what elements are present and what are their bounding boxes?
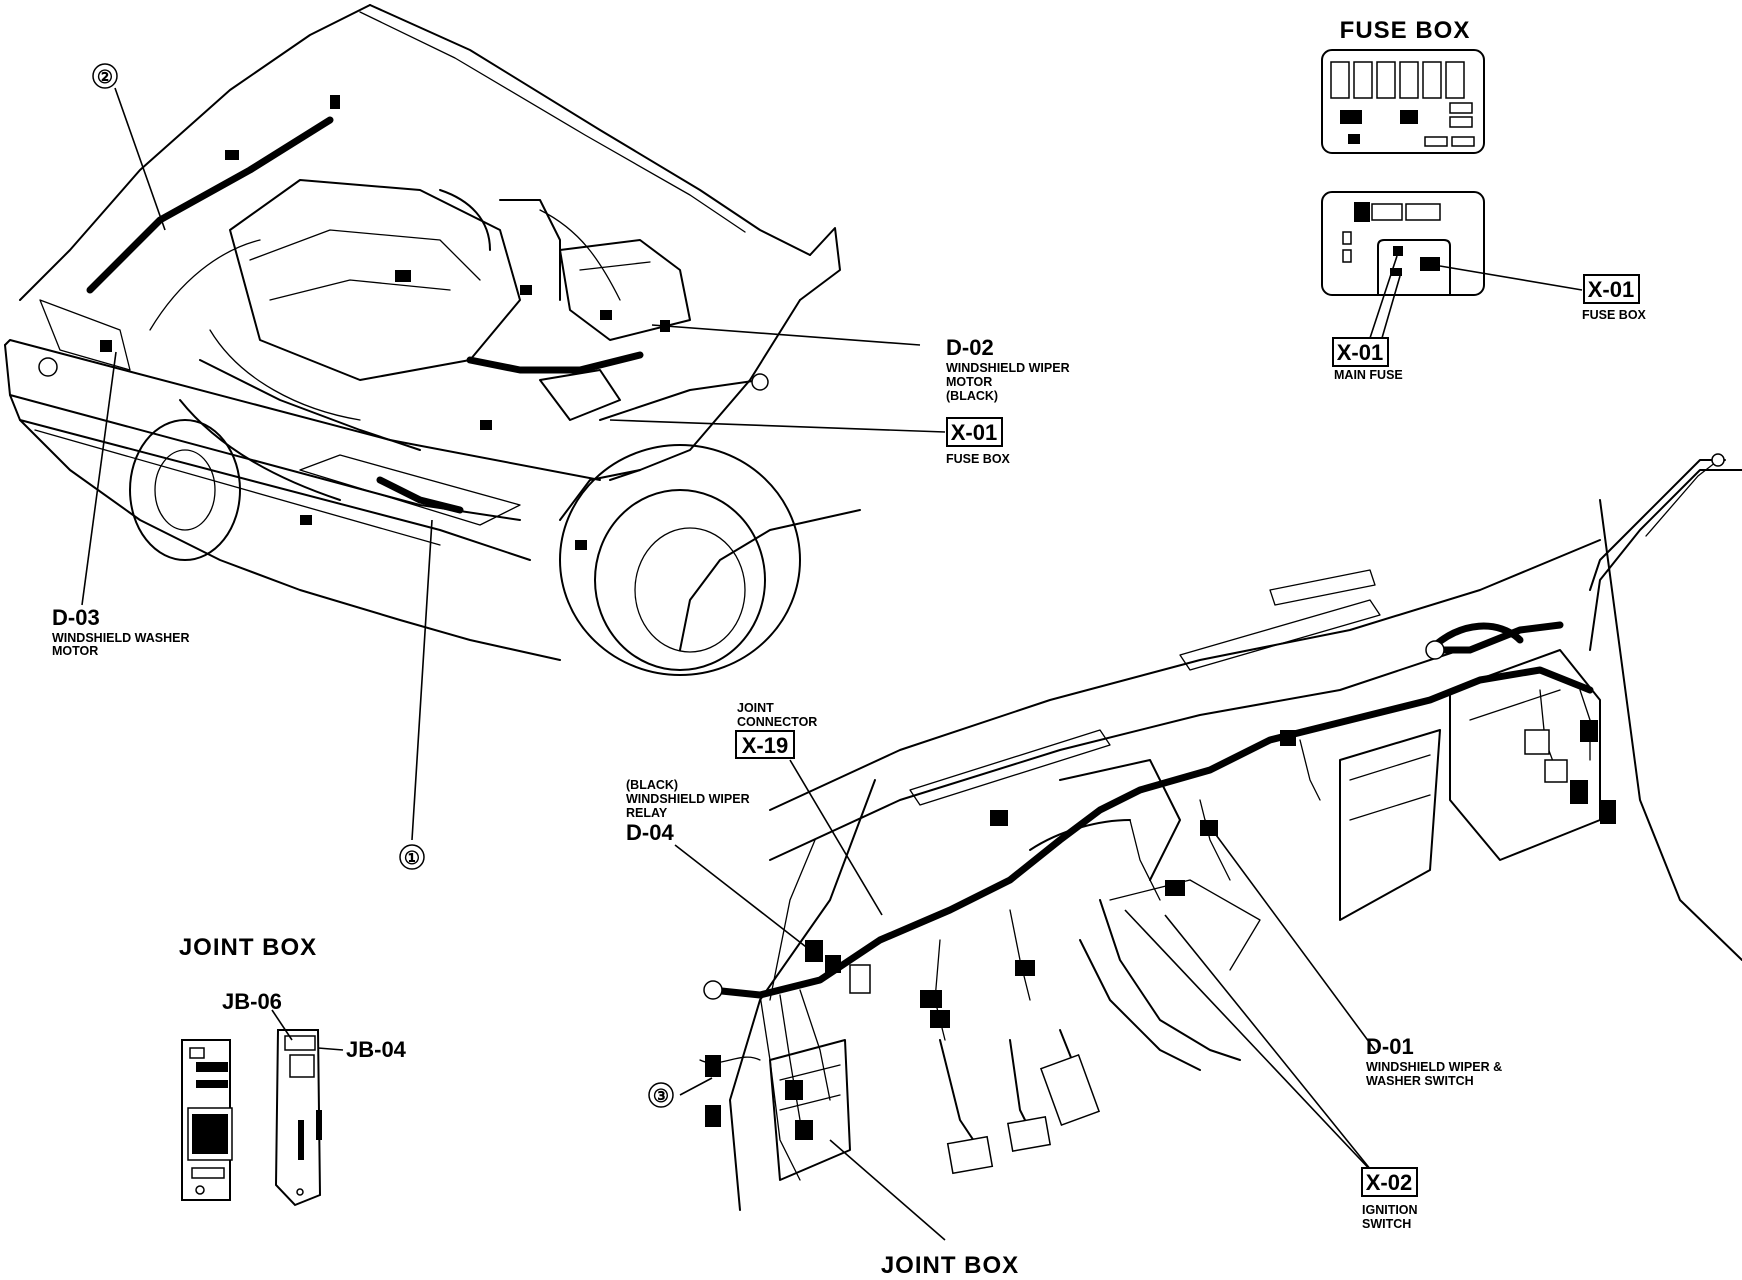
svg-text:(BLACK): (BLACK): [946, 389, 998, 403]
svg-text:(BLACK): (BLACK): [626, 778, 678, 792]
svg-text:X-19: X-19: [742, 733, 788, 758]
callout-1: ①: [399, 844, 425, 870]
label-jb04: JB-04: [346, 1037, 407, 1062]
label-dash-joint-box: JOINT BOX: [881, 1252, 1019, 1279]
joint-box-title: JOINT BOX: [179, 934, 317, 961]
svg-text:D-04: D-04: [626, 820, 674, 845]
svg-text:CONNECTOR: CONNECTOR: [737, 715, 817, 729]
svg-text:WINDSHIELD WIPER: WINDSHIELD WIPER: [946, 361, 1070, 375]
svg-text:IGNITION: IGNITION: [1362, 1203, 1418, 1217]
svg-text:D-03: D-03: [52, 605, 100, 630]
svg-text:JOINT: JOINT: [737, 701, 774, 715]
label-jb06: JB-06: [222, 989, 282, 1014]
svg-text:WINDSHIELD WIPER: WINDSHIELD WIPER: [626, 792, 750, 806]
svg-text:D-01: D-01: [1366, 1034, 1414, 1059]
label-x19: JOINT CONNECTOR X-19: [735, 701, 817, 759]
joint-box-detail: JOINT BOX: [179, 934, 322, 1207]
svg-text:MOTOR: MOTOR: [52, 644, 98, 658]
svg-text:X-01: X-01: [1588, 277, 1634, 302]
svg-text:JB-04: JB-04: [346, 1037, 407, 1062]
svg-text:MOTOR: MOTOR: [946, 375, 992, 389]
svg-text:SWITCH: SWITCH: [1362, 1217, 1411, 1231]
svg-text:X-02: X-02: [1366, 1170, 1412, 1195]
label-d04: (BLACK) WINDSHIELD WIPER RELAY D-04: [626, 778, 750, 845]
svg-text:WASHER SWITCH: WASHER SWITCH: [1366, 1074, 1474, 1088]
label-d01: D-01 WINDSHIELD WIPER & WASHER SWITCH: [1366, 1034, 1502, 1088]
fuse-box-leaders: [1369, 255, 1583, 339]
svg-text:X-01: X-01: [1337, 340, 1383, 365]
joint-box-leaders: [271, 1009, 344, 1051]
label-x01-main-fuse: X-01 MAIN FUSE: [1332, 337, 1403, 382]
engine-bay-illustration: [4, 4, 861, 676]
svg-text:①: ①: [404, 848, 420, 868]
svg-text:D-02: D-02: [946, 335, 994, 360]
svg-text:FUSE BOX: FUSE BOX: [1582, 308, 1647, 322]
svg-text:JOINT BOX: JOINT BOX: [881, 1252, 1019, 1279]
svg-text:JB-06: JB-06: [222, 989, 282, 1014]
label-x01-engine: X-01 FUSE BOX: [946, 417, 1011, 466]
svg-text:②: ②: [97, 67, 113, 87]
callout-2: ②: [92, 63, 118, 89]
label-x02: X-02 IGNITION SWITCH: [1361, 1167, 1418, 1231]
svg-text:WINDSHIELD WASHER: WINDSHIELD WASHER: [52, 631, 190, 645]
svg-text:RELAY: RELAY: [626, 806, 668, 820]
svg-text:FUSE BOX: FUSE BOX: [946, 452, 1011, 466]
svg-text:MAIN FUSE: MAIN FUSE: [1334, 368, 1403, 382]
label-d02: D-02 WINDSHIELD WIPER MOTOR (BLACK): [946, 335, 1070, 403]
label-d03: D-03 WINDSHIELD WASHER MOTOR: [52, 605, 190, 658]
svg-text:X-01: X-01: [951, 420, 997, 445]
dashboard-leaders: [674, 759, 1376, 1241]
fuse-box-detail: FUSE BOX: [1321, 17, 1485, 296]
svg-text:③: ③: [653, 1086, 669, 1106]
label-x01-fuse-box: X-01 FUSE BOX: [1582, 274, 1647, 322]
fuse-box-title: FUSE BOX: [1340, 17, 1471, 44]
svg-text:WINDSHIELD WIPER &: WINDSHIELD WIPER &: [1366, 1060, 1502, 1074]
dashboard-illustration: [699, 453, 1742, 1211]
engine-bay-leaders: [81, 87, 946, 841]
callout-3: ③: [648, 1082, 674, 1108]
